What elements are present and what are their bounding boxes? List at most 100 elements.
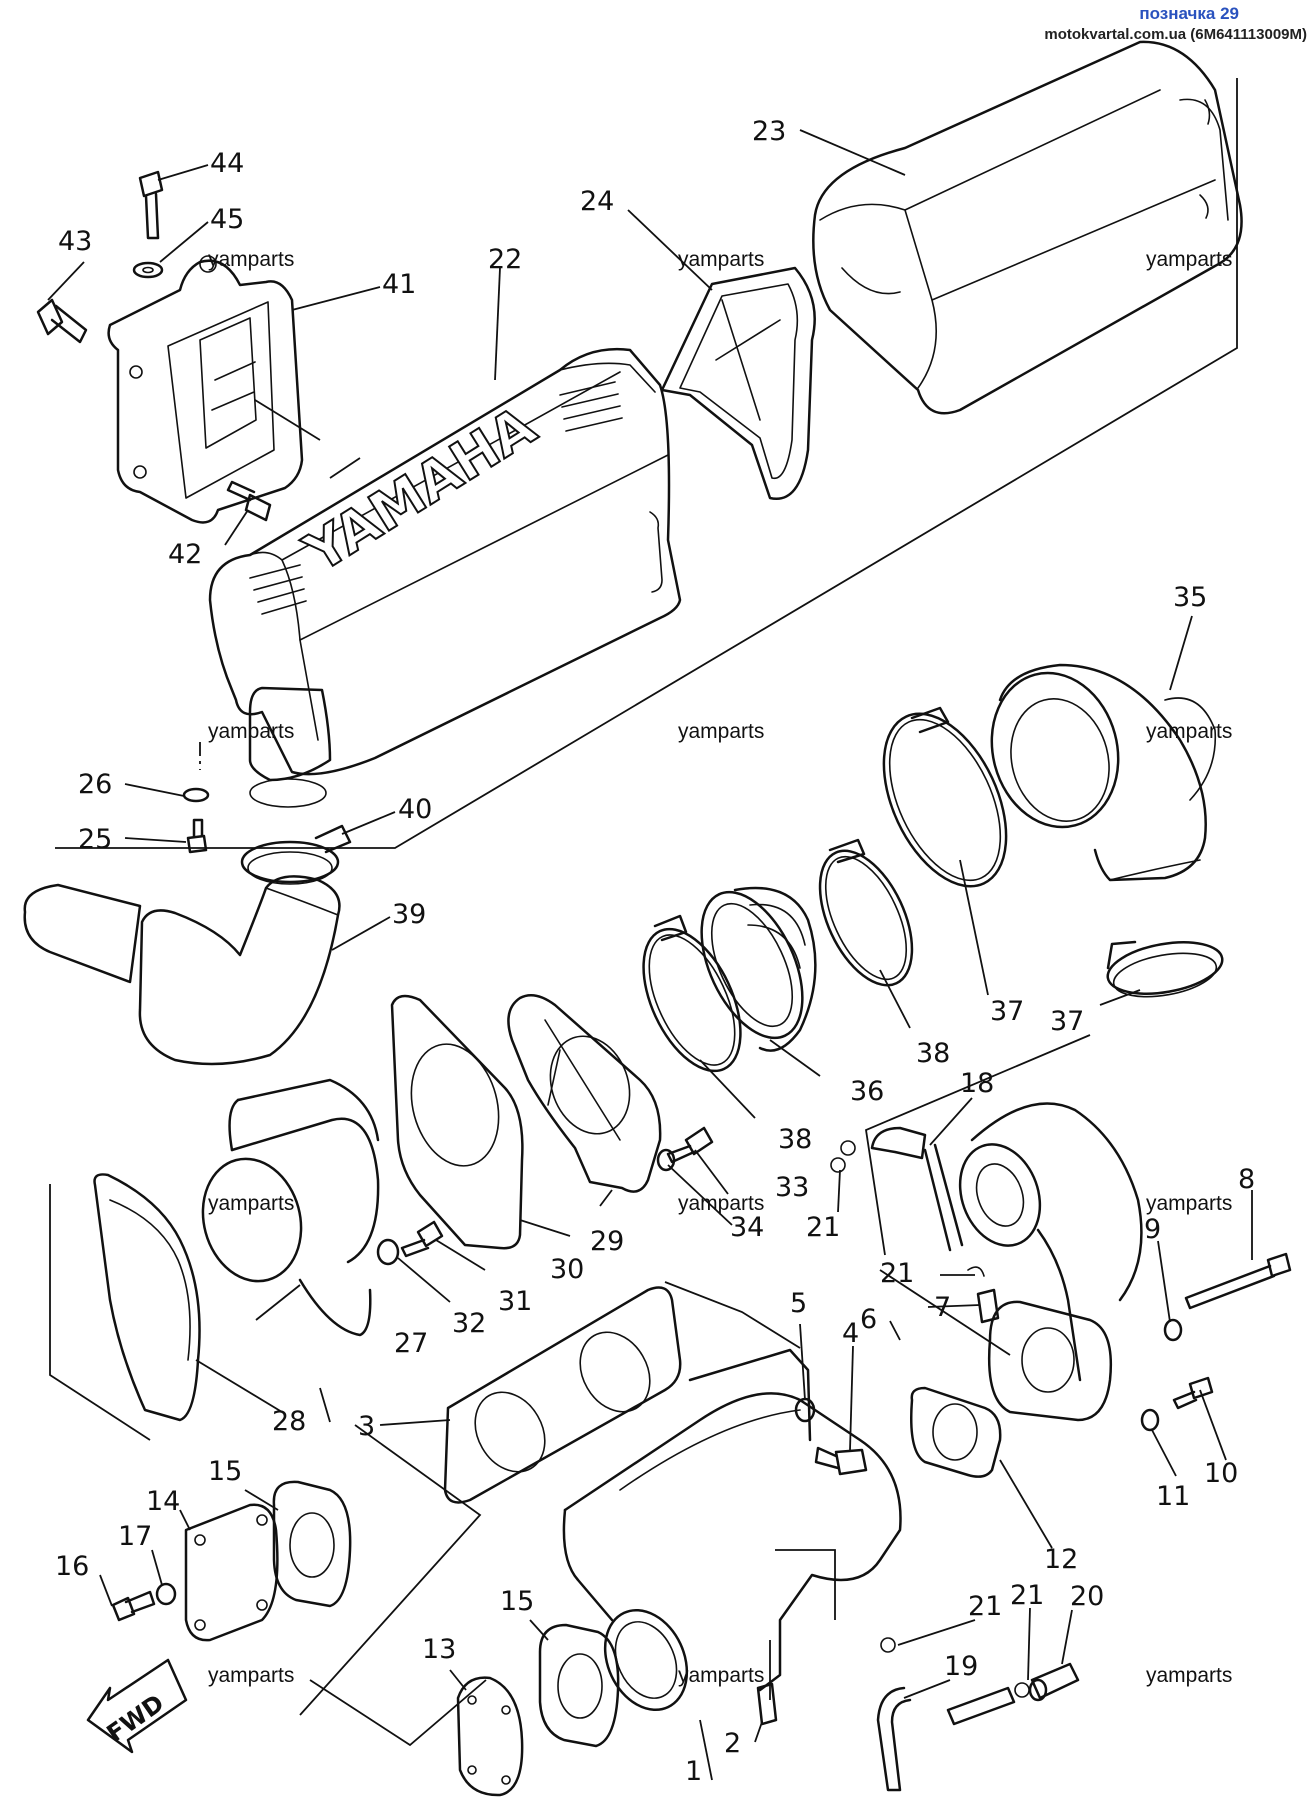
callout-21-b: 21 bbox=[880, 1258, 914, 1289]
callout-37-a: 37 bbox=[990, 996, 1024, 1027]
callout-22: 22 bbox=[488, 244, 522, 275]
water-elbow-6 bbox=[958, 1102, 1143, 1422]
callout-26: 26 bbox=[78, 769, 112, 800]
exhaust-hose-36 bbox=[700, 886, 817, 1052]
callout-34: 34 bbox=[730, 1212, 764, 1243]
bolt-16 bbox=[111, 1590, 156, 1622]
gasket-28 bbox=[93, 1173, 201, 1422]
callout-13: 13 bbox=[422, 1634, 456, 1665]
callout-38-a: 38 bbox=[916, 1038, 950, 1069]
callout-18: 18 bbox=[960, 1068, 994, 1099]
callout-2: 2 bbox=[724, 1728, 741, 1759]
watermark: yamparts bbox=[678, 248, 765, 271]
bolt-42 bbox=[226, 480, 272, 522]
hose-clamp-38-lower bbox=[642, 914, 742, 1073]
callout-1: 1 bbox=[685, 1756, 702, 1787]
callout-42: 42 bbox=[168, 539, 202, 570]
fitting-20 bbox=[1028, 1662, 1080, 1702]
callout-36: 36 bbox=[850, 1076, 884, 1107]
muffler-front-body: YAMAHA bbox=[208, 348, 682, 808]
watermark: yamparts bbox=[1146, 248, 1233, 271]
callout-11: 11 bbox=[1156, 1481, 1190, 1512]
callout-28: 28 bbox=[272, 1406, 306, 1437]
bolt-25 bbox=[186, 818, 208, 854]
watermark: yamparts bbox=[678, 720, 765, 743]
cover-13 bbox=[456, 1676, 524, 1797]
washer-17 bbox=[155, 1582, 177, 1606]
yamaha-brand-text: YAMAHA bbox=[293, 394, 546, 585]
muffler-rear-body bbox=[812, 40, 1243, 415]
callout-25: 25 bbox=[78, 824, 112, 855]
washer-45 bbox=[132, 261, 164, 279]
callout-20: 20 bbox=[1070, 1581, 1104, 1612]
gasket-24 bbox=[660, 266, 816, 501]
callout-17: 17 bbox=[118, 1521, 152, 1552]
forward-direction-arrow: FWD bbox=[86, 1658, 188, 1754]
callout-5: 5 bbox=[790, 1288, 807, 1319]
callout-9: 9 bbox=[1144, 1214, 1161, 1245]
exhaust-manifold-1 bbox=[562, 1348, 902, 1712]
hose-clamp-37-small bbox=[1106, 940, 1224, 998]
watermark: yamparts bbox=[208, 1664, 295, 1687]
callout-21-d: 21 bbox=[1010, 1580, 1044, 1611]
callout-35: 35 bbox=[1173, 582, 1207, 613]
bolt-31 bbox=[400, 1220, 444, 1258]
watermark: yamparts bbox=[678, 1192, 765, 1215]
gasket-12 bbox=[910, 1386, 1002, 1478]
bolt-10 bbox=[1172, 1376, 1214, 1410]
hose-clamp-38-upper bbox=[818, 838, 914, 987]
cover-14 bbox=[184, 1503, 279, 1642]
washer-34 bbox=[656, 1148, 676, 1172]
diagram-reference-title: позначка 29 bbox=[1139, 4, 1239, 23]
callout-30: 30 bbox=[550, 1254, 584, 1285]
callout-31: 31 bbox=[498, 1286, 532, 1317]
watermark: yamparts bbox=[208, 1192, 295, 1215]
callout-45: 45 bbox=[210, 204, 244, 235]
bolt-44 bbox=[138, 170, 164, 240]
callout-27: 27 bbox=[394, 1328, 428, 1359]
callout-43: 43 bbox=[58, 226, 92, 257]
watermark: yamparts bbox=[1146, 720, 1233, 743]
callout-23: 23 bbox=[752, 116, 786, 147]
gasket-15-upper bbox=[272, 1480, 352, 1608]
callout-numbers: 1 2 3 4 5 6 7 8 9 10 11 12 13 14 15 15 1… bbox=[55, 116, 1255, 1787]
bolt-4 bbox=[814, 1446, 868, 1476]
callout-33: 33 bbox=[775, 1172, 809, 1203]
callout-19: 19 bbox=[944, 1651, 978, 1682]
callout-37-b: 37 bbox=[1050, 1006, 1084, 1037]
washer-9 bbox=[1163, 1318, 1183, 1342]
callout-44: 44 bbox=[210, 148, 244, 179]
hose-clamp-40 bbox=[240, 824, 352, 885]
callout-32: 32 bbox=[452, 1308, 486, 1339]
callout-39: 39 bbox=[392, 899, 426, 930]
callout-6: 6 bbox=[860, 1304, 877, 1335]
callout-24: 24 bbox=[580, 186, 614, 217]
callout-21-c: 21 bbox=[968, 1591, 1002, 1622]
hose-18 bbox=[870, 1126, 964, 1252]
nipple-2 bbox=[756, 1682, 778, 1726]
callout-12: 12 bbox=[1044, 1544, 1078, 1575]
callout-21-a: 21 bbox=[806, 1212, 840, 1243]
assembly-guide-lines bbox=[49, 78, 1238, 1747]
elbow-hose-39 bbox=[23, 875, 341, 1066]
watermark: yamparts bbox=[208, 248, 295, 271]
callout-leader-lines bbox=[47, 129, 1253, 1781]
nipple-7 bbox=[976, 1288, 1000, 1324]
exhaust-outlet-27 bbox=[201, 1078, 380, 1337]
callout-38-b: 38 bbox=[778, 1124, 812, 1155]
callout-15-upper: 15 bbox=[208, 1456, 242, 1487]
callout-10: 10 bbox=[1204, 1458, 1238, 1489]
gasket-30 bbox=[390, 994, 524, 1250]
hose-clamp-37-large bbox=[882, 706, 1008, 888]
callout-7: 7 bbox=[934, 1292, 951, 1323]
gasket-15-lower bbox=[538, 1623, 620, 1748]
bolt-8 bbox=[1184, 1252, 1292, 1310]
exhaust-elbow-35 bbox=[990, 663, 1217, 882]
callout-40: 40 bbox=[398, 794, 432, 825]
callout-15-lower: 15 bbox=[500, 1586, 534, 1617]
gasket-3 bbox=[443, 1286, 682, 1504]
washer-26 bbox=[182, 787, 210, 803]
callout-8: 8 bbox=[1238, 1164, 1255, 1195]
